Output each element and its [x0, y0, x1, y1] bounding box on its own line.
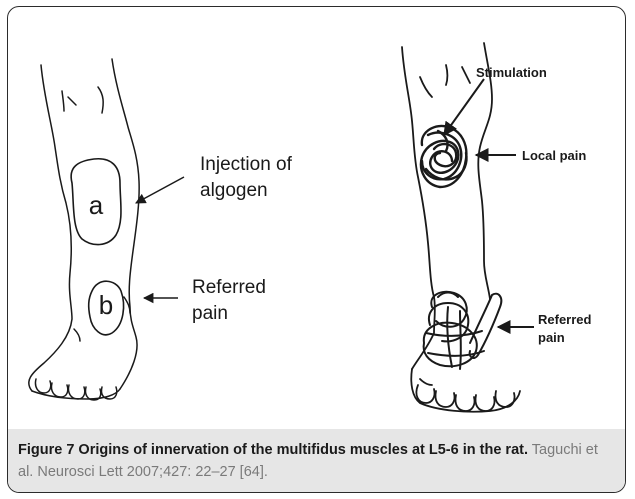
local-pain-scribble: [421, 126, 467, 187]
local-pain-label: Local pain: [522, 148, 586, 163]
caption-title: Figure 7 Origins of innervation of the m…: [18, 442, 528, 458]
left-referred-label: Referred pain: [192, 277, 271, 324]
figure-frame: a b Injection of algogen Referred pain: [7, 6, 626, 493]
stimulation-label: Stimulation: [476, 65, 547, 80]
stimulation-arrow: [444, 79, 484, 135]
region-a: a: [71, 159, 121, 245]
left-leg-outline: [29, 59, 139, 400]
leg-illustration: a b Injection of algogen Referred pain: [8, 7, 626, 493]
injection-arrow: [136, 177, 184, 203]
caption-band: Figure 7 Origins of innervation of the m…: [8, 429, 625, 492]
region-b-label: b: [99, 290, 113, 320]
figure-caption: Figure 7 Origins of innervation of the m…: [18, 439, 615, 483]
region-b: b: [89, 281, 124, 335]
right-referred-label: Referred pain: [538, 312, 595, 345]
region-a-label: a: [89, 190, 104, 220]
injection-label: Injection of algogen: [200, 154, 297, 201]
